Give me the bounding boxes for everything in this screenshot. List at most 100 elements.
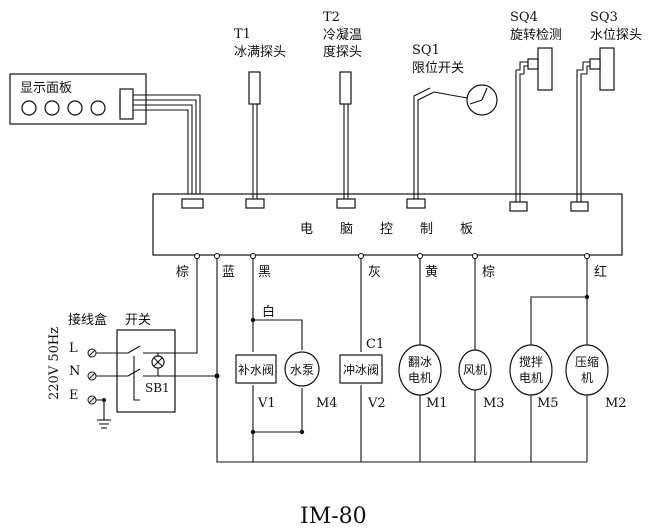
v1-label: 补水阀 [238, 363, 274, 377]
load-m1: 翻冰 电机 M1 [398, 344, 448, 411]
m4-motor-icon [284, 351, 320, 387]
t2-name-line2: 度探头 [323, 44, 362, 60]
m1-code: M1 [426, 396, 448, 411]
board-char-5: 板 [460, 222, 473, 237]
wire-color-labels: 棕 蓝 黑 灰 黄 棕 红 白 [176, 264, 607, 320]
m5-code: M5 [537, 396, 559, 411]
sensor-sq4: SQ4 旋转检测 [510, 10, 562, 202]
indicator-light-2 [44, 100, 60, 116]
wire-label-brown1: 棕 [176, 265, 189, 280]
display-connector [119, 88, 134, 120]
m3-fan-icon [458, 349, 492, 391]
v2-label: 冲冰阀 [343, 362, 379, 377]
terminal-E [87, 395, 97, 405]
load-m4: 水泵 M4 [284, 351, 338, 411]
display-panel-label: 显示面板 [20, 81, 72, 96]
wire-label-white: 白 [262, 304, 275, 320]
sensor-sq3: SQ3 水位探头 [576, 10, 642, 202]
line-N-label: N [69, 364, 80, 379]
line-E-label: E [69, 388, 79, 403]
sb1-label: SB1 [145, 381, 170, 395]
m4-code: M4 [316, 396, 338, 411]
sq1-name: 限位开关 [412, 61, 464, 76]
wire-label-red: 红 [594, 264, 607, 280]
rotation-sensor-icon [537, 47, 553, 91]
m1-label-line1: 翻冰 [408, 355, 432, 369]
v2-valve-box [339, 354, 383, 384]
load-v1: 补水阀 V1 [235, 354, 277, 411]
c1-code: C1 [366, 337, 384, 352]
sq3-code: SQ3 [590, 10, 618, 25]
m1-label-line2: 电机 [408, 371, 432, 385]
wire-label-yellow: 黄 [425, 265, 438, 280]
model-title: IM-80 [300, 504, 367, 529]
terminal-N [87, 371, 97, 381]
terminal-red [584, 253, 590, 259]
m5-motor-icon [509, 344, 553, 396]
connector-sq1 [406, 198, 426, 209]
voltage-label: 220V 50Hz [47, 327, 62, 400]
switch-box [116, 329, 176, 413]
m4-label: 水泵 [290, 363, 314, 377]
load-v2: C1 冲冰阀 V2 [339, 337, 386, 411]
power-input: 接线盒 开关 220V 50Hz L N E SB1 [47, 312, 217, 429]
terminal-yellow [417, 253, 423, 259]
terminal-blue [214, 253, 220, 259]
indicator-light-4 [90, 100, 106, 116]
wire-label-brown2: 棕 [482, 265, 495, 280]
sensor-t2: T2 冷凝温 度探头 [323, 10, 362, 199]
board-char-4: 制 [420, 222, 433, 237]
v1-code: V1 [257, 396, 276, 411]
m2-compressor-icon [565, 344, 609, 396]
switch-label: 开关 [125, 313, 151, 328]
indicator-light-1 [21, 100, 37, 116]
sq4-name: 旋转检测 [510, 28, 562, 43]
board-char-1: 电 [300, 222, 313, 237]
connector-sq4 [509, 201, 528, 212]
terminal-brown2 [472, 253, 478, 259]
load-m5: 搅拌 电机 M5 [509, 344, 559, 411]
m1-motor-icon [398, 344, 442, 396]
sq4-code: SQ4 [510, 10, 538, 25]
connector-t2 [336, 198, 356, 209]
main-wiring [180, 258, 590, 463]
wire-label-gray: 灰 [368, 265, 381, 280]
wire-label-blue: 蓝 [222, 265, 235, 280]
m2-code: M2 [605, 396, 627, 411]
sq1-code: SQ1 [412, 43, 440, 58]
board-char-2: 脑 [340, 222, 353, 237]
t1-code: T1 [234, 27, 251, 42]
connector-display [181, 198, 204, 209]
t2-name-line1: 冷凝温 [323, 27, 362, 43]
v2-code: V2 [367, 396, 386, 411]
m3-label: 风机 [463, 363, 487, 377]
terminal-gray [358, 253, 364, 259]
display-panel: 显示面板 [9, 73, 147, 125]
wire-label-black: 黑 [258, 265, 271, 280]
line-L-label: L [69, 341, 78, 356]
sensor-sq1: SQ1 限位开关 [412, 43, 498, 199]
load-m2: 压缩 机 M2 [565, 344, 627, 411]
m2-label-line1: 压缩 [575, 354, 599, 369]
sensor-t1: T1 冰满探头 [234, 27, 286, 199]
t2-code: T2 [323, 10, 340, 25]
indicator-light-3 [67, 100, 83, 116]
water-level-probe-icon [599, 47, 615, 91]
terminal-L [87, 348, 97, 358]
terminal-brown1 [194, 253, 200, 259]
t2-probe-icon [339, 71, 352, 105]
m5-label-line2: 电机 [519, 371, 543, 385]
load-m3: 风机 M3 [458, 349, 505, 411]
m3-code: M3 [483, 396, 505, 411]
connector-sq3 [570, 201, 589, 212]
v1-valve-box [235, 354, 277, 384]
connector-t1 [245, 198, 265, 209]
display-cable [133, 94, 201, 198]
board-char-3: 控 [380, 222, 393, 237]
control-board: 电 脑 控 制 板 [152, 193, 623, 259]
junction-box-label: 接线盒 [68, 312, 107, 328]
terminal-black [250, 253, 256, 259]
m5-label-line1: 搅拌 [519, 354, 543, 369]
t1-name: 冰满探头 [234, 45, 286, 60]
